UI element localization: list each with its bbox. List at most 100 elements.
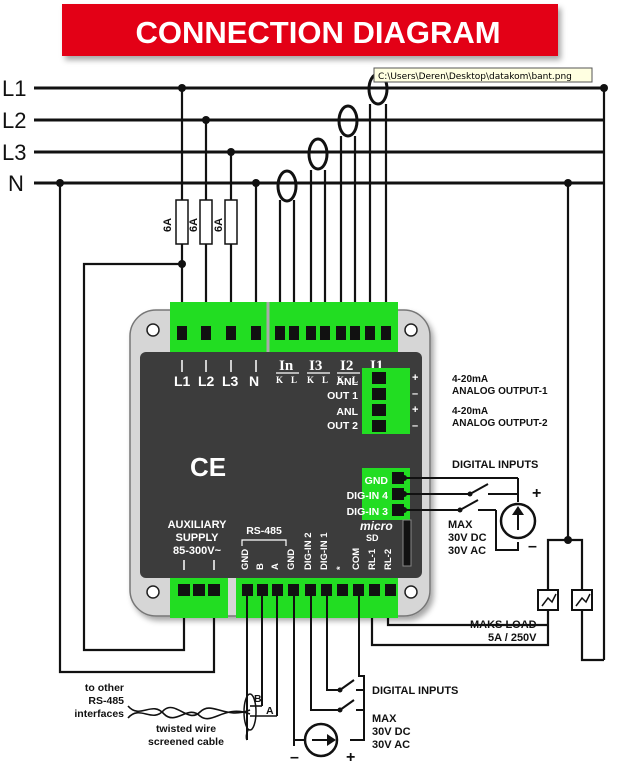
ct-k-i2: K <box>337 375 344 385</box>
rs485-cable-b: B <box>254 693 262 705</box>
title-banner: CONNECTION DIAGRAM <box>62 4 558 56</box>
fuse-label-2: 6A <box>188 218 200 232</box>
dig-in1-label: DIG-IN 1 <box>319 532 330 570</box>
star-label: * <box>335 566 346 570</box>
aux-supply-line1: AUXILIARY <box>168 519 228 531</box>
dig-in2-label: DIG-IN 2 <box>303 533 314 570</box>
cable-text-1: twisted wire <box>156 723 216 735</box>
fuse-label-3: 6A <box>213 218 225 232</box>
load-line1: MAKS LOAD <box>470 619 537 631</box>
digital-inputs-bottom-title: DIGITAL INPUTS <box>372 685 458 697</box>
digital-inputs-right-title: DIGITAL INPUTS <box>452 459 538 471</box>
anl1-desc: ANALOG OUTPUT-1 <box>452 386 548 397</box>
rs485-gnd1: GND <box>240 549 251 570</box>
ct-k-i3: K <box>307 375 314 385</box>
device-label-n: N <box>249 373 259 389</box>
rs485-gnd2: GND <box>286 549 297 570</box>
feed-wires <box>58 88 606 674</box>
digital-inputs-right-wiring <box>404 477 519 551</box>
ct-coil-l2 <box>337 104 359 138</box>
ct-label-i3: I3 <box>309 358 322 374</box>
page-title: CONNECTION DIAGRAM <box>135 15 500 50</box>
ct-coil-n <box>276 169 298 203</box>
rs485-left-3: interfaces <box>74 708 124 720</box>
anl-label-2: ANL <box>336 406 358 418</box>
rs485-a: A <box>270 563 281 570</box>
bus-label-l2: L2 <box>2 108 26 133</box>
top-terminal-screws <box>177 326 391 340</box>
fuse-l3 <box>224 199 238 245</box>
max-right-3: 30V AC <box>448 545 486 557</box>
microsd-slot: micro SD <box>360 519 412 567</box>
max-right-1: MAX <box>448 519 473 531</box>
dig-in3-label: DIG-IN 3 <box>347 506 389 518</box>
dc-right-minus: – <box>528 538 537 555</box>
out-label-1: OUT 1 <box>327 390 358 402</box>
max-bottom-2: 30V DC <box>372 726 411 738</box>
bus-lines <box>34 86 604 185</box>
anl1-minus: – <box>412 388 418 400</box>
bus-label-l1: L1 <box>2 76 26 101</box>
dig-gnd-label: GND <box>365 475 389 487</box>
fuses: 6A 6A 6A <box>162 199 238 245</box>
anl2-desc: ANALOG OUTPUT-2 <box>452 418 548 429</box>
rs485-title: RS-485 <box>246 525 282 537</box>
max-bottom-1: MAX <box>372 713 397 725</box>
relay-loads <box>537 589 593 611</box>
junction-dots <box>56 84 608 544</box>
ct-l-i3: L <box>322 375 328 385</box>
tooltip-text: C:\Users\Deren\Desktop\datakom\bant.png <box>378 72 572 82</box>
device-label-l1: L1 <box>174 373 191 389</box>
rs485-cable-a: A <box>266 705 274 717</box>
ct-coil-l3 <box>307 137 329 171</box>
title-banner-bg <box>62 4 558 56</box>
microsd-logo-top: micro <box>360 519 393 533</box>
anl-label-1: ANL <box>336 376 358 388</box>
dc-bottom-minus: – <box>290 749 299 766</box>
fuse-l1 <box>175 199 189 245</box>
dc-right-plus: + <box>532 485 541 502</box>
max-right-2: 30V DC <box>448 532 487 544</box>
ct-label-in: In <box>279 358 294 374</box>
com-label: COM <box>351 548 362 570</box>
rs485-cable <box>127 693 277 741</box>
load-line2: 5A / 250V <box>488 632 537 644</box>
bottom-wiring <box>246 596 365 746</box>
ct-k-in: K <box>276 375 283 385</box>
ct-l-in: L <box>291 375 297 385</box>
aux-supply-line3: 85-300V~ <box>173 545 222 557</box>
device-front-panel <box>140 352 422 578</box>
aux-supply-line2: SUPPLY <box>175 532 219 544</box>
rs485-left-1: to other <box>85 682 124 694</box>
anl2-range: 4-20mA <box>452 406 488 417</box>
dig-in4-label: DIG-IN 4 <box>347 490 389 502</box>
ct-l-i2: L <box>352 375 358 385</box>
device: L1 L2 L3 N In I3 I2 I1 <box>129 302 548 618</box>
rs485-b: B <box>255 563 266 570</box>
file-path-tooltip: C:\Users\Deren\Desktop\datakom\bant.png <box>373 67 593 83</box>
device-label-l3: L3 <box>222 373 239 389</box>
anl2-plus: + <box>412 404 418 416</box>
max-bottom-3: 30V AC <box>372 739 410 751</box>
rs485-left-2: RS-485 <box>88 695 124 707</box>
bus-label-l3: L3 <box>2 140 26 165</box>
anl1-plus: + <box>412 372 418 384</box>
dc-source-right <box>499 502 537 540</box>
dc-source-bottom <box>303 722 339 758</box>
rl2-label: RL-2 <box>383 549 394 570</box>
fuse-label-1: 6A <box>162 218 174 232</box>
ce-mark: CE <box>190 452 226 482</box>
fuse-l2 <box>199 199 213 245</box>
ct-label-i2: I2 <box>340 358 353 374</box>
anl1-range: 4-20mA <box>452 374 488 385</box>
out-label-2: OUT 2 <box>327 420 358 432</box>
bus-label-n: N <box>8 171 24 196</box>
microsd-logo-bottom: SD <box>366 533 379 543</box>
dc-bottom-plus: + <box>346 749 355 766</box>
anl2-minus: – <box>412 420 418 432</box>
rl1-label: RL-1 <box>367 548 378 570</box>
cable-text-2: screened cable <box>148 736 224 748</box>
device-label-l2: L2 <box>198 373 215 389</box>
